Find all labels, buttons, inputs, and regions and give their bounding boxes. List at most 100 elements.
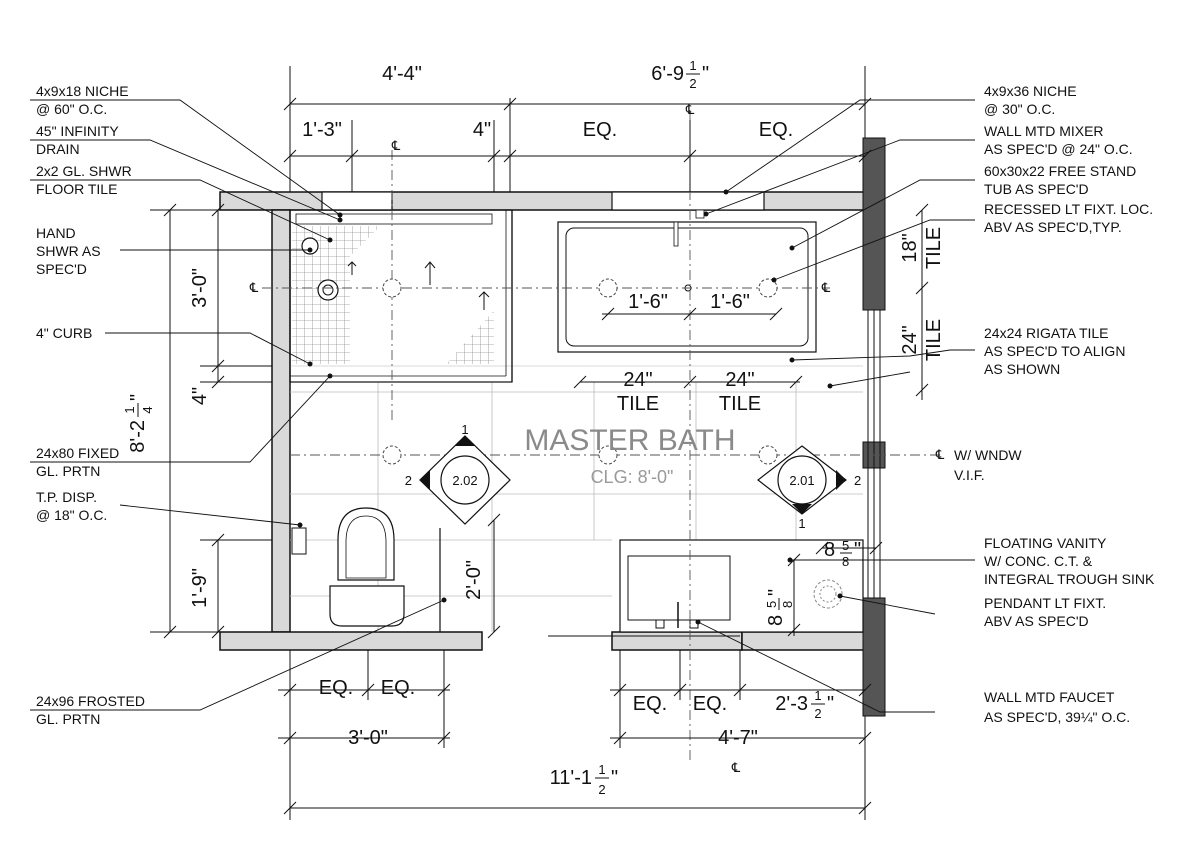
elevation-tag-2.02: 2.02 1 2: [405, 422, 511, 525]
svg-text:TUB AS SPEC'D: TUB AS SPEC'D: [984, 181, 1089, 197]
label-recessed-light: RECESSED LT FIXT. LOC.: [984, 201, 1153, 217]
label-curb: 4" CURB: [36, 325, 92, 341]
dim-van-width: 4'-7": [718, 727, 758, 749]
label-frosted-glass: 24x96 FROSTED: [36, 693, 145, 709]
label-niche-36: 4x9x36 NICHE: [984, 83, 1077, 99]
dim-shower-offset: 1'-3": [302, 119, 342, 141]
elevation-tag-bottom: 1: [798, 516, 805, 531]
dim-pendant-a: 8 5 8 ": [824, 538, 861, 569]
svg-text:℄: ℄: [685, 102, 695, 117]
dimension-texts: 4'-4" 6'-9 1 2 " 1'-3" 4" EQ. EQ. 8'-2 1…: [122, 58, 945, 797]
dim-tile-right: 24": [725, 369, 754, 391]
label-infinity-drain: 45" INFINITY: [36, 123, 119, 139]
labels-left: 4x9x18 NICHE @ 60" O.C. 45" INFINITY DRA…: [36, 83, 145, 727]
svg-text:6'-9: 6'-9: [651, 63, 684, 85]
dim-gap: 4": [473, 119, 491, 141]
svg-text:AS SPEC'D @ 24" O.C.: AS SPEC'D @ 24" O.C.: [984, 141, 1133, 157]
svg-text:2: 2: [689, 76, 696, 91]
svg-text:℄: ℄: [935, 447, 945, 462]
shower: [289, 209, 513, 383]
dim-tile-v1-label: TILE: [923, 227, 945, 269]
svg-text:8: 8: [780, 601, 795, 608]
tub-niche: [611, 191, 765, 211]
svg-text:SPEC'D: SPEC'D: [36, 261, 87, 277]
elevation-tag-2.01: 2.01 1 2: [757, 445, 861, 531]
label-window: W/ WNDW: [954, 447, 1022, 463]
dim-wc-width: 3'-0": [348, 727, 388, 749]
labels-right: 4x9x36 NICHE @ 30" O.C. WALL MTD MIXER A…: [954, 83, 1155, 725]
svg-text:": ": [765, 589, 787, 596]
svg-text:8: 8: [765, 615, 787, 626]
svg-text:@ 60" O.C.: @ 60" O.C.: [36, 101, 107, 117]
svg-text:": ": [854, 539, 861, 561]
room-ceiling: CLG: 8'-0": [591, 467, 674, 487]
label-faucet: WALL MTD FAUCET: [984, 689, 1115, 705]
dim-van-eq-1: EQ.: [633, 693, 667, 715]
elevation-tag-number: 2.01: [789, 473, 814, 488]
dim-tile-v2: 24": [899, 325, 921, 354]
shower-floor-tile: [446, 310, 494, 364]
svg-text:W/ CONC. C.T. &: W/ CONC. C.T. &: [984, 553, 1093, 569]
dim-top-left-overall: 4'-4": [382, 63, 422, 85]
dim-left-lower: 1'-9": [189, 568, 211, 608]
shower-niche: [321, 191, 393, 211]
label-tub: 60x30x22 FREE STAND: [984, 163, 1136, 179]
svg-text:AS SPEC'D TO ALIGN: AS SPEC'D TO ALIGN: [984, 343, 1125, 359]
svg-text:V.I.F.: V.I.F.: [954, 467, 985, 483]
tp-dispenser: [291, 527, 307, 555]
svg-text:@ 30" O.C.: @ 30" O.C.: [984, 101, 1055, 117]
svg-text:FLOOR TILE: FLOOR TILE: [36, 181, 117, 197]
dim-tub-right: 1'-6": [710, 291, 750, 313]
svg-text:@ 18" O.C.: @ 18" O.C.: [36, 507, 107, 523]
svg-text:2'-3: 2'-3: [775, 693, 808, 715]
svg-text:INTEGRAL TROUGH SINK: INTEGRAL TROUGH SINK: [984, 571, 1155, 587]
label-pendant: PENDANT LT FIXT.: [984, 595, 1106, 611]
room-name: MASTER BATH: [524, 424, 735, 457]
svg-text:1: 1: [689, 58, 696, 73]
svg-text:5: 5: [842, 538, 849, 553]
toilet: [291, 507, 441, 632]
svg-text:1: 1: [814, 688, 821, 703]
label-niche-18: 4x9x18 NICHE: [36, 83, 129, 99]
dim-left-upper: 3'-0": [189, 268, 211, 308]
svg-text:1: 1: [122, 406, 137, 413]
label-vanity: FLOATING VANITY: [984, 535, 1107, 551]
svg-text:℄: ℄: [731, 760, 741, 775]
svg-text:11'-1: 11'-1: [550, 767, 592, 789]
dim-wc-eq-1: EQ.: [319, 677, 353, 699]
dim-tile-left-label: TILE: [617, 393, 659, 415]
dim-left-overall: 8'-2 1 4 ": [122, 394, 155, 453]
svg-text:℄: ℄: [391, 138, 401, 153]
dim-eq-1: EQ.: [583, 119, 617, 141]
dim-pendant-b: 8 5 8 ": [764, 589, 795, 626]
svg-text:SHWR AS: SHWR AS: [36, 243, 101, 259]
elevation-tag-right: 2: [854, 473, 861, 488]
floating-vanity: [548, 539, 864, 637]
dim-tile-v2-label: TILE: [923, 319, 945, 361]
recessed-lights: [382, 278, 778, 465]
dim-tile-right-label: TILE: [719, 393, 761, 415]
dim-tile-v1: 18": [899, 233, 921, 262]
dim-wc-eq-2: EQ.: [381, 677, 415, 699]
dim-left-curb: 4": [189, 387, 211, 405]
label-wall-mixer: WALL MTD MIXER: [984, 123, 1104, 139]
label-hand-shower: HAND: [36, 225, 76, 241]
svg-text:": ": [827, 693, 834, 715]
pendant-light-icon: [813, 579, 843, 609]
svg-text:ABV AS SPEC'D: ABV AS SPEC'D: [984, 613, 1089, 629]
dim-wc-depth: 2'-0": [463, 560, 485, 600]
freestanding-tub: [557, 209, 817, 353]
svg-text:AS SPEC'D, 39¼" O.C.: AS SPEC'D, 39¼" O.C.: [984, 709, 1130, 725]
leader-lines: [30, 99, 975, 713]
dim-van-eq-2: EQ.: [693, 693, 727, 715]
svg-text:GL. PRTN: GL. PRTN: [36, 463, 100, 479]
label-fixed-glass: 24x80 FIXED: [36, 445, 119, 461]
centerline-symbols: ℄ ℄ ℄ ℄ ℄ ℄: [249, 102, 945, 775]
label-shower-floor-tile: 2x2 GL. SHWR: [36, 163, 132, 179]
dim-tile-left: 24": [623, 369, 652, 391]
elevation-tag-number: 2.02: [452, 473, 477, 488]
svg-text:8: 8: [842, 554, 849, 569]
elevation-tag-left: 2: [405, 473, 412, 488]
label-tp-dispenser: T.P. DISP.: [36, 489, 97, 505]
